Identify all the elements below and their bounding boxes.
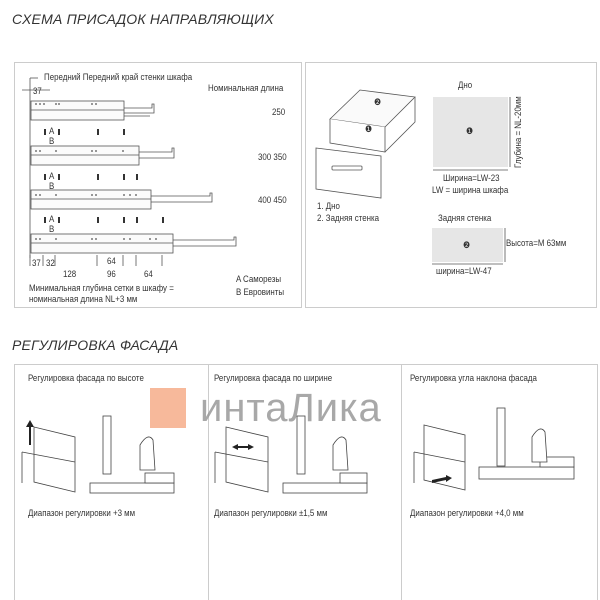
length-400-450: 400 450	[258, 195, 287, 205]
divider	[401, 364, 402, 600]
arrow-right-icon	[432, 475, 452, 483]
marker-2-back: ❷	[463, 240, 471, 250]
dim-128: 128	[63, 269, 77, 279]
parts-1: 1. Дно	[317, 201, 340, 211]
nominal-length-label: Номинальная длина	[208, 83, 284, 93]
width-label: Ширина=LW-23	[443, 173, 500, 183]
note-line1: Минимальная глубина сетки в шкафу =	[29, 283, 174, 293]
length-250: 250	[272, 107, 286, 117]
panel-tilt-title: Регулировка угла наклона фасада	[410, 373, 537, 383]
dim-37-top: 37	[33, 86, 42, 96]
legend-b: B Евровинты	[236, 287, 285, 297]
drawer-parts-panel	[305, 62, 597, 308]
lw-note: LW = ширина шкафа	[432, 185, 509, 195]
marker-1-bottom: ❶	[466, 126, 474, 136]
label-a: A	[49, 214, 55, 224]
panel-width-title: Регулировка фасада по ширине	[214, 373, 333, 383]
label-b: B	[49, 136, 55, 146]
section-title-drilling: СХЕМА ПРИСАДОК НАПРАВЛЯЮЩИХ	[12, 11, 274, 27]
arrow-left-right-icon	[232, 444, 254, 450]
panel-height-range: Диапазон регулировки +3 мм	[28, 508, 136, 518]
facade-adjustment-panel	[14, 364, 598, 600]
arrow-up-icon	[26, 420, 34, 445]
dim-64b: 64	[144, 269, 153, 279]
back-title: Задняя стенка	[438, 213, 492, 223]
label-b: B	[49, 224, 55, 234]
back-width-label: ширина=LW-47	[436, 266, 492, 276]
note-line2: номинальная длина NL+3 мм	[29, 294, 138, 304]
height-label: Высота=М 63мм	[506, 238, 567, 248]
dim-64a: 64	[107, 256, 116, 266]
marker-1: ❶	[365, 124, 373, 134]
dim-37: 37	[32, 258, 41, 268]
length-300-350: 300 350	[258, 152, 287, 162]
divider	[208, 364, 209, 600]
label-a: A	[49, 126, 55, 136]
front-edge-label: Передний Передний край стенки шкафа	[44, 72, 193, 82]
rails-drilling-panel	[14, 62, 302, 308]
parts-2: 2. Задняя стенка	[317, 213, 380, 223]
panel-width-range: Диапазон регулировки ±1,5 мм	[214, 508, 328, 518]
bottom-title: Дно	[458, 80, 473, 90]
watermark-logo-mark	[150, 388, 186, 428]
section-title-facade: РЕГУЛИРОВКА ФАСАДА	[12, 337, 179, 353]
dim-32: 32	[46, 258, 55, 268]
panel-height-title: Регулировка фасада по высоте	[28, 373, 144, 383]
label-b: B	[49, 181, 55, 191]
marker-2: ❷	[374, 97, 382, 107]
legend-a: A Саморезы	[236, 274, 282, 284]
label-a: A	[49, 171, 55, 181]
panel-tilt-range: Диапазон регулировки +4,0 мм	[410, 508, 524, 518]
watermark-logo-text: интаЛика	[200, 386, 382, 430]
dim-96: 96	[107, 269, 116, 279]
